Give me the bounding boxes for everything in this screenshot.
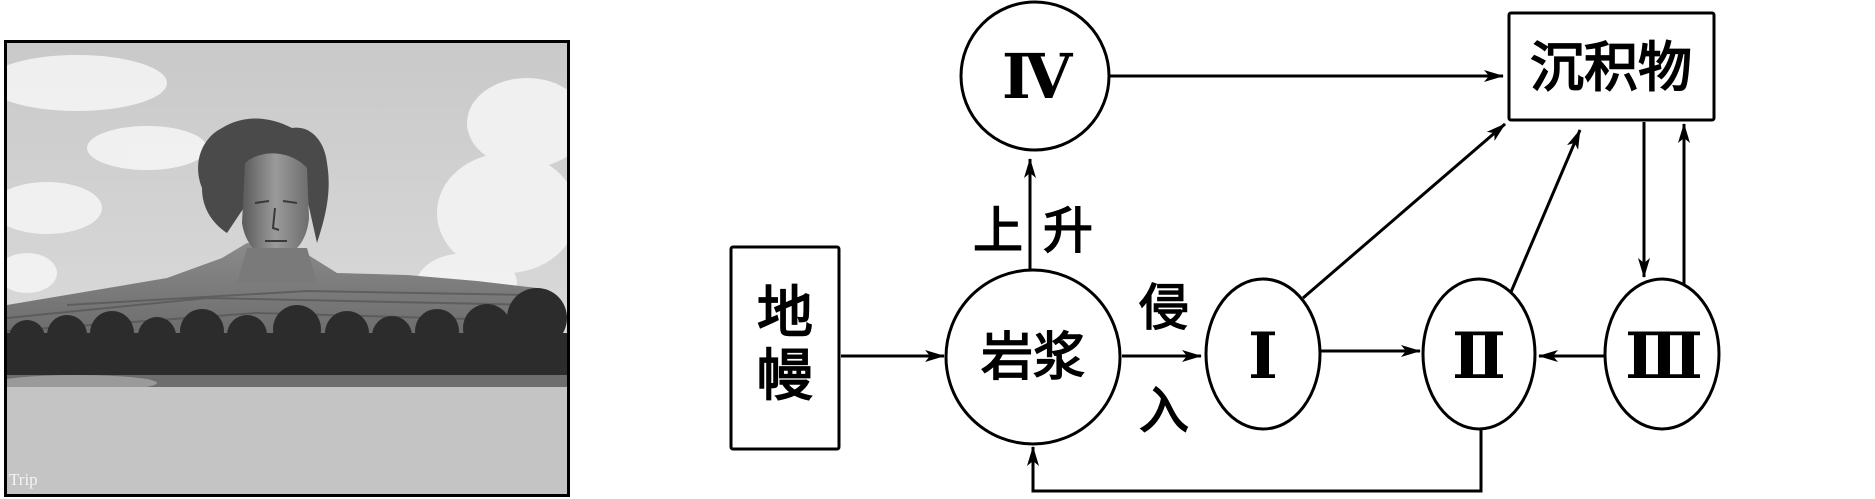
sculpture-face: [242, 153, 309, 258]
rock-ii-label: Ⅱ: [1452, 321, 1506, 392]
magma-circle: [944, 268, 1122, 446]
rock-iii-label: Ⅲ: [1625, 321, 1703, 392]
rise-label-right: 升: [1043, 202, 1093, 260]
photo-watermark: Trip: [9, 470, 38, 489]
arrow-rock-i-to-sediment: [1302, 122, 1506, 300]
rock-iii-circle: [1603, 277, 1721, 431]
mantle-label-2: 幔: [757, 344, 813, 409]
mantle-box: [729, 245, 841, 451]
arrow-rock-ii-to-magma: [1027, 430, 1483, 493]
magma-label: 岩浆: [981, 328, 1085, 388]
intrude-label-top: 侵: [1138, 279, 1189, 337]
rock-i-label: Ⅰ: [1248, 321, 1278, 392]
rock-i-circle: [1204, 277, 1322, 431]
sculpture-neck: [237, 248, 317, 283]
rock-ii-circle: [1421, 277, 1537, 431]
rock-iv-label: Ⅳ: [1002, 44, 1074, 112]
sculpture-photo: Trip: [4, 40, 570, 497]
arrow-rock-ii-to-sediment: [1509, 129, 1582, 293]
rock-iv-circle: [959, 0, 1111, 152]
sediment-box: [1507, 11, 1716, 122]
mantle-label-1: 地: [757, 281, 813, 346]
sculpture-photo-image: [7, 43, 567, 494]
rise-label-left: 上: [973, 202, 1023, 260]
trees: [7, 288, 567, 378]
lawn: [7, 387, 567, 494]
sediment-label: 沉积物: [1530, 36, 1692, 99]
intrude-label-bottom: 入: [1139, 382, 1189, 440]
